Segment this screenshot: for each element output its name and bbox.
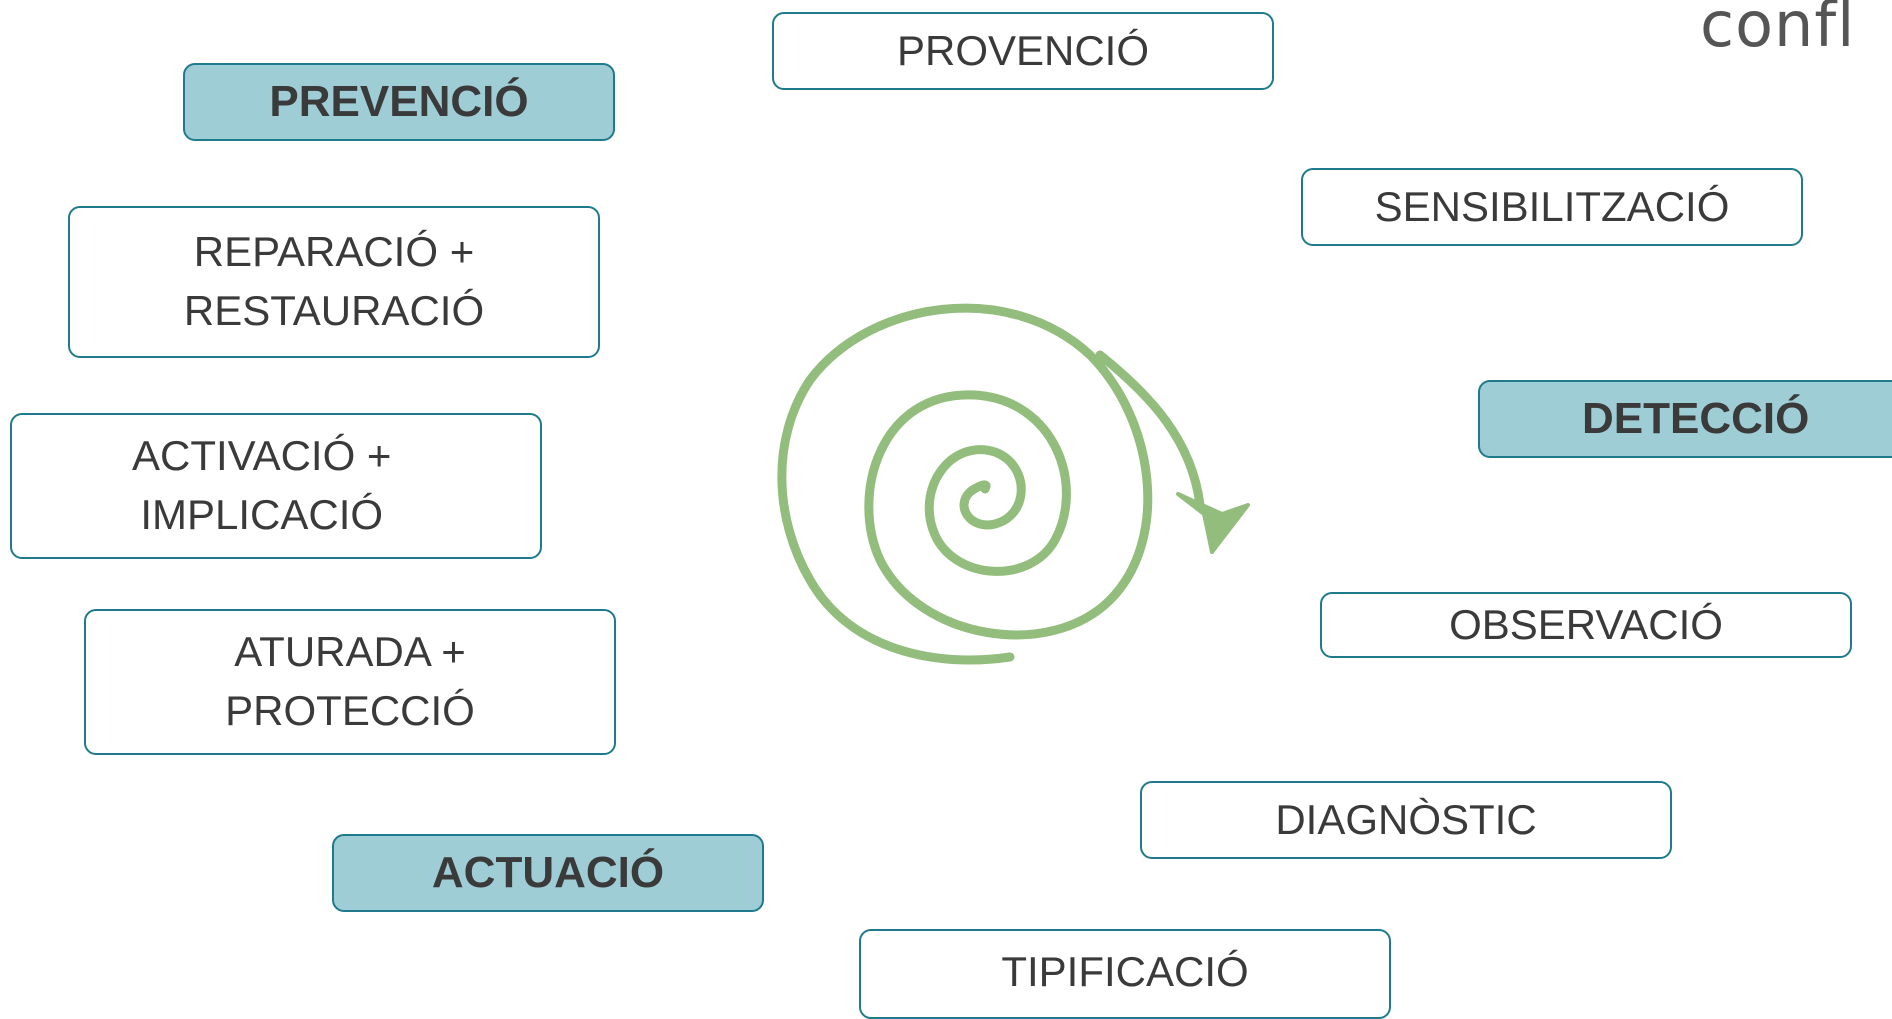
step-reparacio: REPARACIÓ + RESTAURACIÓ	[68, 206, 600, 358]
corner-title-fragment: confl	[1700, 0, 1856, 61]
step-tipificacio-label: TIPIFICACIÓ	[1001, 948, 1249, 995]
spiral-curve	[777, 303, 1153, 665]
step-aturada-label: ATURADA + PROTECCIÓ	[225, 628, 475, 734]
step-aturada: ATURADA + PROTECCIÓ	[84, 609, 616, 755]
spiral-arrow-icon	[777, 303, 1250, 665]
step-observacio: OBSERVACIÓ	[1320, 592, 1852, 658]
stage-prevencio: PREVENCIÓ	[183, 63, 615, 141]
step-sensibilitzacio-label: SENSIBILITZACIÓ	[1374, 182, 1730, 230]
step-diagnostic-label: DIAGNÒSTIC	[1275, 795, 1537, 843]
stage-deteccio: DETECCIÓ	[1478, 380, 1892, 458]
step-observacio-label: OBSERVACIÓ	[1449, 600, 1723, 648]
step-diagnostic: DIAGNÒSTIC	[1140, 781, 1672, 859]
stage-actuacio: ACTUACIÓ	[332, 834, 764, 912]
step-tipificacio: TIPIFICACIÓ	[859, 929, 1391, 1019]
stage-deteccio-label: DETECCIÓ	[1582, 394, 1810, 444]
stage-prevencio-label: PREVENCIÓ	[269, 77, 529, 127]
spiral-tail	[1095, 350, 1205, 510]
step-activacio: ACTIVACIÓ + IMPLICACIÓ	[10, 413, 542, 559]
step-provencio-label: PROVENCIÓ	[896, 26, 1150, 74]
stage-actuacio-label: ACTUACIÓ	[431, 848, 665, 898]
step-activacio-label: ACTIVACIÓ + IMPLICACIÓ	[132, 432, 392, 538]
step-provencio: PROVENCIÓ	[772, 12, 1274, 90]
step-sensibilitzacio: SENSIBILITZACIÓ	[1301, 168, 1803, 246]
step-reparacio-label: REPARACIÓ + RESTAURACIÓ	[183, 228, 485, 334]
spiral-arrowhead	[1176, 492, 1250, 554]
